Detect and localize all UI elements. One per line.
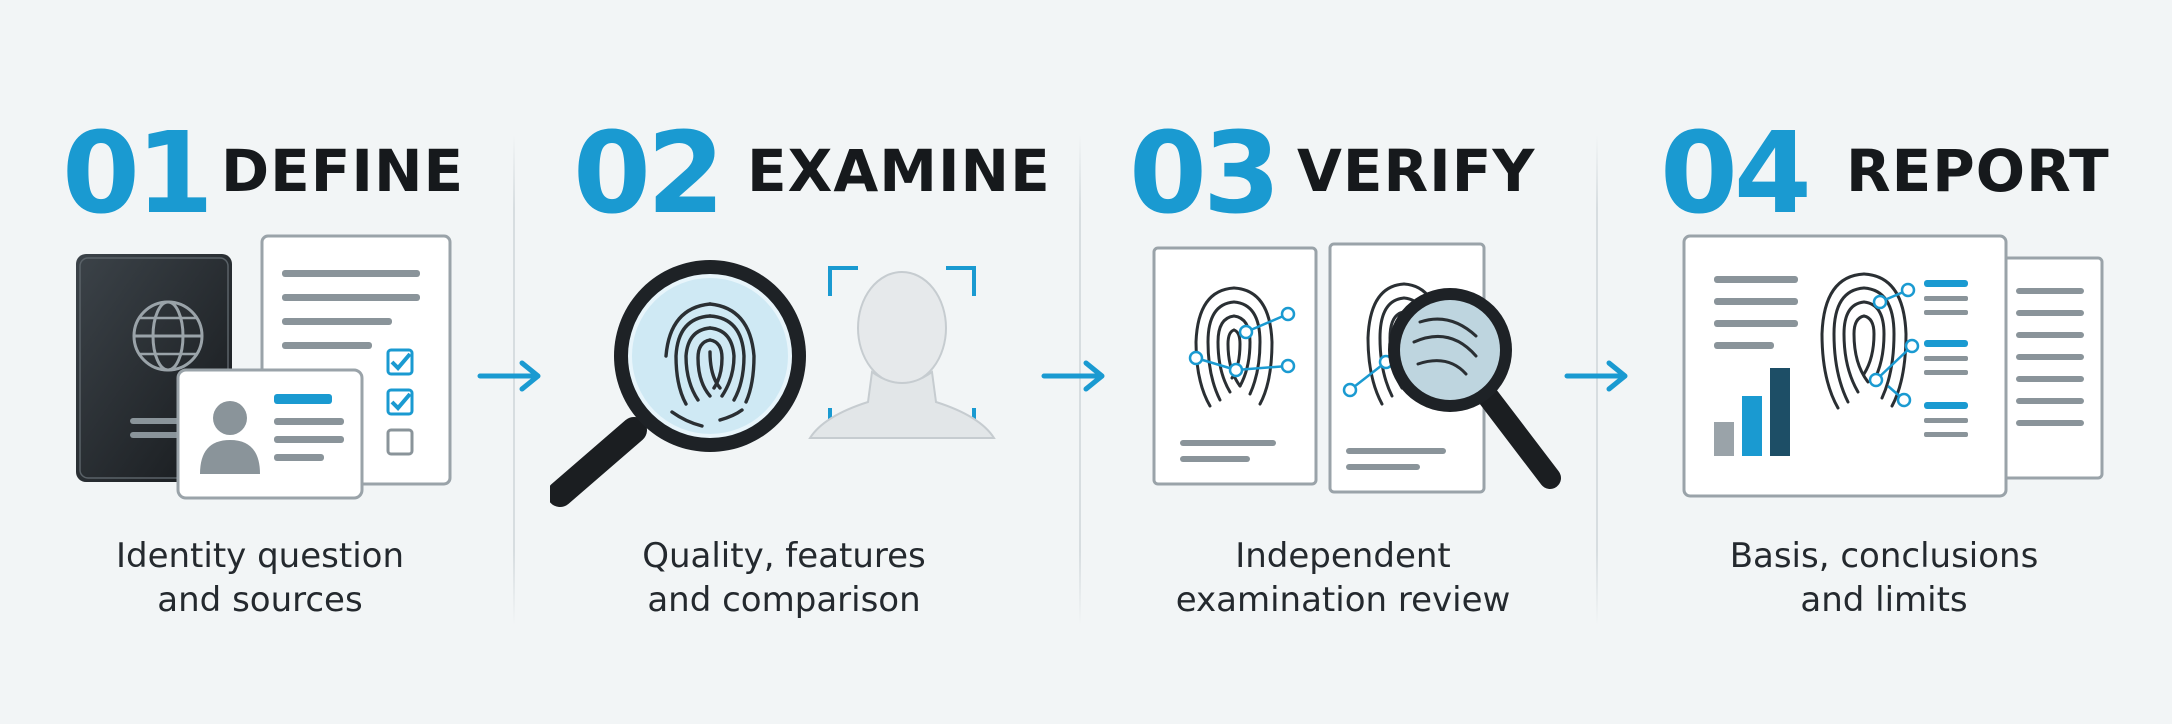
- caption-line: Quality, features: [642, 536, 926, 576]
- fingerprint-card-icon: [1152, 246, 1318, 486]
- arrow-right-icon: [1041, 360, 1105, 392]
- face-scan-icon: [808, 266, 996, 439]
- caption-line: Independent: [1235, 536, 1451, 576]
- report-illustration: [1682, 234, 2104, 498]
- step-title: EXAMINE: [747, 137, 1051, 205]
- step-title: DEFINE: [221, 137, 465, 205]
- caption-line: Identity question: [115, 536, 404, 576]
- step-title: VERIFY: [1297, 137, 1536, 205]
- magnifier-fingerprint-icon: [550, 260, 806, 507]
- step-number: 01: [62, 109, 214, 239]
- step-caption: Identity question and sources: [50, 534, 470, 622]
- divider: [1079, 135, 1081, 625]
- define-illustration: [76, 234, 452, 500]
- step-number: 04: [1660, 109, 1812, 239]
- fingerprint-icon: [1820, 272, 1908, 410]
- caption-line: and sources: [157, 580, 363, 620]
- caption-line: and limits: [1800, 580, 1968, 620]
- verify-illustration: [1152, 242, 1561, 494]
- step-number: 02: [573, 109, 725, 239]
- caption-line: Basis, conclusions: [1729, 536, 2039, 576]
- divider: [1596, 135, 1598, 625]
- step-caption: Quality, features and comparison: [574, 534, 994, 622]
- arrow-right-icon: [1564, 360, 1628, 392]
- report-document-icon: [1998, 256, 2104, 480]
- divider: [513, 135, 515, 625]
- examine-illustration: [550, 260, 996, 507]
- step-caption: Independent examination review: [1133, 534, 1553, 622]
- step-title: REPORT: [1846, 137, 2110, 205]
- arrow-right-icon: [477, 360, 541, 392]
- caption-line: examination review: [1175, 580, 1511, 620]
- step-caption: Basis, conclusions and limits: [1674, 534, 2094, 622]
- id-card-icon: [176, 368, 364, 500]
- step-number: 03: [1129, 109, 1281, 239]
- bar-chart-icon: [1714, 368, 1790, 456]
- magnifier-icon: [1388, 288, 1561, 489]
- caption-line: and comparison: [647, 580, 921, 620]
